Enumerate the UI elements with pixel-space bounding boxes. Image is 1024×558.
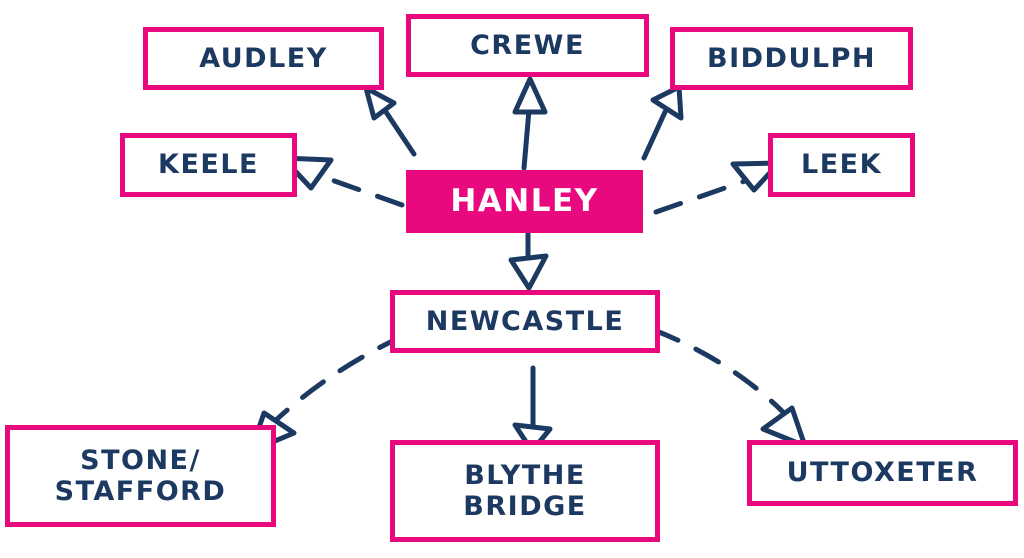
- node-leek: LEEK: [768, 133, 915, 197]
- node-audley: AUDLEY: [143, 27, 384, 90]
- node-biddulph: BIDDULPH: [670, 27, 913, 90]
- node-hanley-hub: HANLEY: [406, 170, 643, 233]
- edge-hanley-keele: [280, 155, 405, 208]
- edge-hanley-biddulph: [641, 84, 684, 161]
- node-uttoxeter: UTTOXETER: [747, 440, 1018, 506]
- edge-newcastle-blythe: [512, 365, 553, 454]
- edge-hanley-newcastle: [508, 231, 549, 291]
- edge-hanley-leek: [653, 160, 782, 215]
- arrowhead-icon: [508, 253, 549, 291]
- arrowhead-icon: [512, 76, 548, 115]
- node-newcastle: NEWCASTLE: [390, 290, 660, 353]
- node-blythe-bridge: BLYTHE BRIDGE: [390, 440, 660, 542]
- node-crewe: CREWE: [406, 14, 649, 77]
- arrowhead-icon: [363, 85, 397, 121]
- node-stone-stafford: STONE/ STAFFORD: [5, 425, 276, 527]
- edge-hanley-audley: [363, 85, 417, 157]
- node-keele: KEELE: [120, 133, 297, 197]
- edge-newcastle-uttoxeter: [651, 327, 808, 449]
- arrowhead-icon: [650, 84, 684, 121]
- edge-hanley-crewe: [512, 76, 548, 171]
